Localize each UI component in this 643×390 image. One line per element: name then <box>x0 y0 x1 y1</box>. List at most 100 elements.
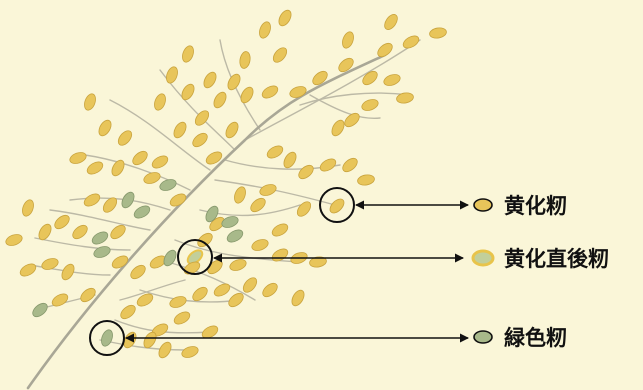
yellow-grain <box>266 145 284 159</box>
yellow-grain <box>383 74 401 86</box>
yellow-grain <box>239 51 251 69</box>
yellow-grain-icon <box>473 198 493 212</box>
yellow-grain <box>143 172 161 184</box>
yellow-grain <box>136 293 154 307</box>
yellow-grain <box>80 287 96 303</box>
yellow-grain <box>283 151 297 169</box>
panicle-branch <box>34 237 131 251</box>
green-grain <box>221 216 239 228</box>
legend-green: 緑色籾 <box>473 326 567 350</box>
yellow-grain <box>98 119 112 137</box>
green-grain <box>121 191 135 209</box>
yellow-grain <box>41 258 59 270</box>
yellow-grain <box>319 158 337 172</box>
yellow-grain <box>234 186 246 204</box>
yellow-grain <box>259 184 277 196</box>
yellow-grain <box>84 93 96 111</box>
yellow-grain <box>169 193 187 207</box>
panicle-branch <box>49 209 151 231</box>
green-grain <box>32 302 48 318</box>
green-grain <box>226 229 244 243</box>
legend-label-yellow: 黄化籾 <box>504 194 567 218</box>
yellow-grain <box>329 198 345 214</box>
green-grain-icon <box>473 330 493 344</box>
yellow-grain <box>102 197 118 213</box>
yellow-grain <box>362 70 378 86</box>
green-grain <box>159 179 177 191</box>
yellow-grain <box>169 296 187 308</box>
transition-grain <box>186 249 204 265</box>
yellow-grain <box>5 234 23 246</box>
yellow-grain <box>111 255 129 269</box>
green-grain <box>101 329 113 347</box>
yellow-grain <box>402 35 420 49</box>
yellow-grain <box>344 112 360 128</box>
yellow-grain <box>342 31 354 49</box>
green-grain <box>93 246 111 258</box>
yellow-grain <box>194 110 210 126</box>
panicle-branch <box>299 92 411 106</box>
yellow-grain <box>120 304 136 320</box>
green-grain-highlight-circle <box>89 320 125 356</box>
legend-transition: 黄化直後籾 <box>471 247 609 271</box>
panicle-branch <box>244 39 421 141</box>
yellow-grain <box>72 224 88 240</box>
yellow-grain <box>259 21 271 39</box>
yellow-grain <box>181 346 199 358</box>
yellow-grain <box>19 263 37 277</box>
yellow-grain <box>61 263 75 281</box>
legend-label-transition: 黄化直後籾 <box>504 247 609 271</box>
yellow-grain <box>110 224 126 240</box>
transition-grain-highlight-circle <box>177 239 213 275</box>
panicle-branch <box>109 99 211 171</box>
yellow-grain <box>197 232 213 248</box>
yellow-grain <box>130 264 146 280</box>
yellow-grain <box>272 47 288 63</box>
yellow-grain <box>342 157 358 173</box>
panicle-branch <box>84 154 191 191</box>
yellow-grain <box>429 27 447 39</box>
yellow-grain-highlight-circle <box>319 187 355 223</box>
yellow-grain <box>377 42 393 58</box>
yellow-grain <box>117 130 133 146</box>
yellow-grain <box>289 86 307 98</box>
yellow-grain <box>182 45 194 63</box>
yellow-grain <box>192 132 208 148</box>
yellow-grain <box>240 86 254 104</box>
yellow-grain <box>242 277 258 293</box>
yellow-grain <box>291 289 305 307</box>
yellow-grain <box>183 261 201 275</box>
yellow-grain <box>181 83 195 101</box>
yellow-grain <box>396 92 414 104</box>
yellow-grain <box>357 174 375 186</box>
yellow-grain <box>213 91 227 109</box>
yellow-grain <box>154 93 166 111</box>
yellow-grain <box>278 9 292 27</box>
yellow-grain <box>173 311 191 325</box>
main-stem <box>26 53 387 390</box>
yellow-grain <box>227 73 241 91</box>
yellow-grain <box>331 119 345 137</box>
yellow-grain <box>262 282 278 298</box>
green-grain <box>133 205 151 219</box>
legend-yellow: 黄化籾 <box>473 194 567 218</box>
yellow-grain <box>203 71 217 89</box>
yellow-grain <box>69 152 87 164</box>
yellow-grain <box>86 161 104 175</box>
transition-grain-icon <box>471 249 495 267</box>
panicle-branch <box>119 279 186 301</box>
yellow-grain <box>158 341 172 359</box>
yellow-grain <box>173 121 187 139</box>
yellow-grain <box>166 66 178 84</box>
yellow-grain <box>54 214 70 230</box>
yellow-grain <box>213 283 231 297</box>
yellow-grain <box>192 286 208 302</box>
green-grain <box>91 231 109 245</box>
legend-label-green: 緑色籾 <box>504 326 567 350</box>
yellow-grain <box>151 155 169 169</box>
yellow-grain <box>312 70 328 86</box>
yellow-grain <box>361 99 379 111</box>
yellow-grain <box>298 164 314 180</box>
